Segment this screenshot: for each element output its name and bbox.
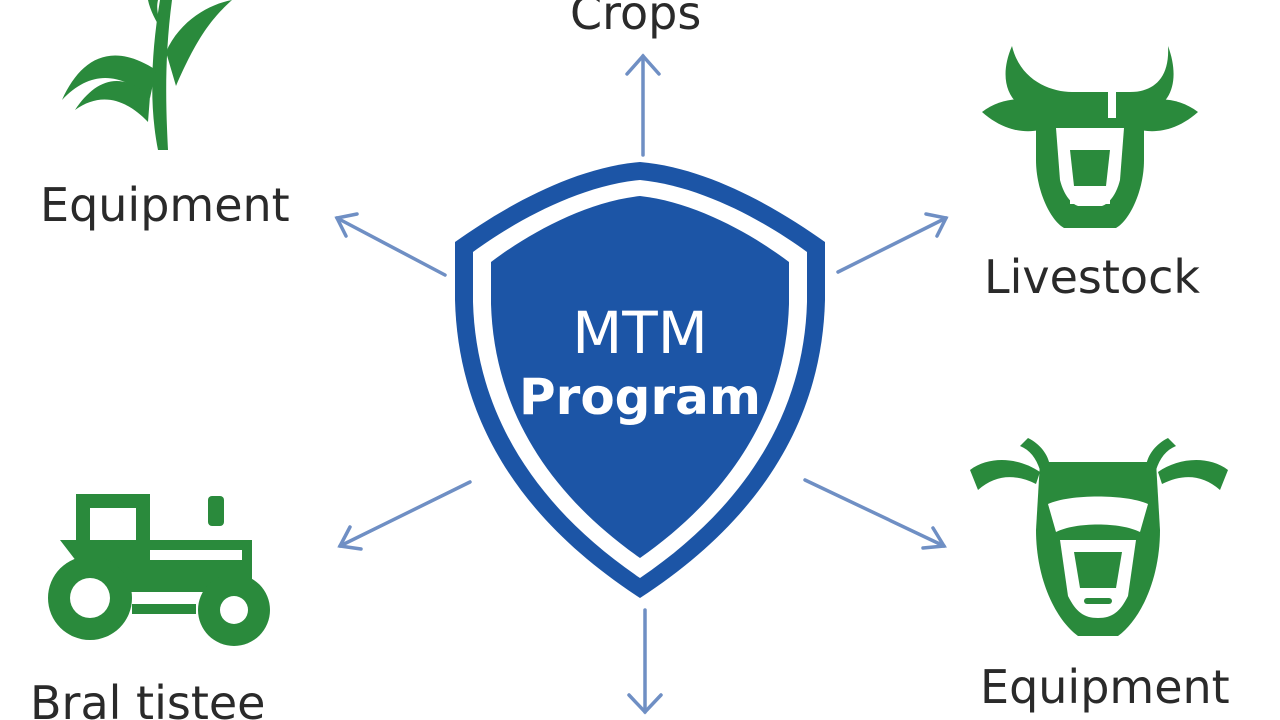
center-title-line2: Program bbox=[519, 368, 761, 426]
node-label-livestock: Livestock bbox=[984, 250, 1201, 304]
tractor-icon bbox=[48, 494, 270, 646]
arrow-up-left bbox=[334, 212, 447, 277]
crop-plant-icon bbox=[62, 0, 232, 150]
arrow-down-left bbox=[337, 480, 472, 551]
cattle-head-icon bbox=[982, 46, 1198, 228]
node-label-equipment-right: Equipment bbox=[980, 660, 1230, 714]
node-label-equipment-left: Equipment bbox=[40, 178, 290, 232]
arrow-up bbox=[625, 53, 661, 157]
arrow-down bbox=[627, 608, 663, 715]
center-title-line1: MTM bbox=[572, 299, 708, 367]
node-label-bottom-left: Bral tistee bbox=[30, 676, 266, 720]
arrows bbox=[334, 53, 949, 715]
bull-head-icon bbox=[970, 438, 1228, 636]
node-label-crops: Crops bbox=[570, 0, 702, 40]
arrow-down-right bbox=[803, 478, 947, 550]
arrow-up-right bbox=[836, 212, 949, 274]
shield-icon bbox=[455, 162, 825, 598]
